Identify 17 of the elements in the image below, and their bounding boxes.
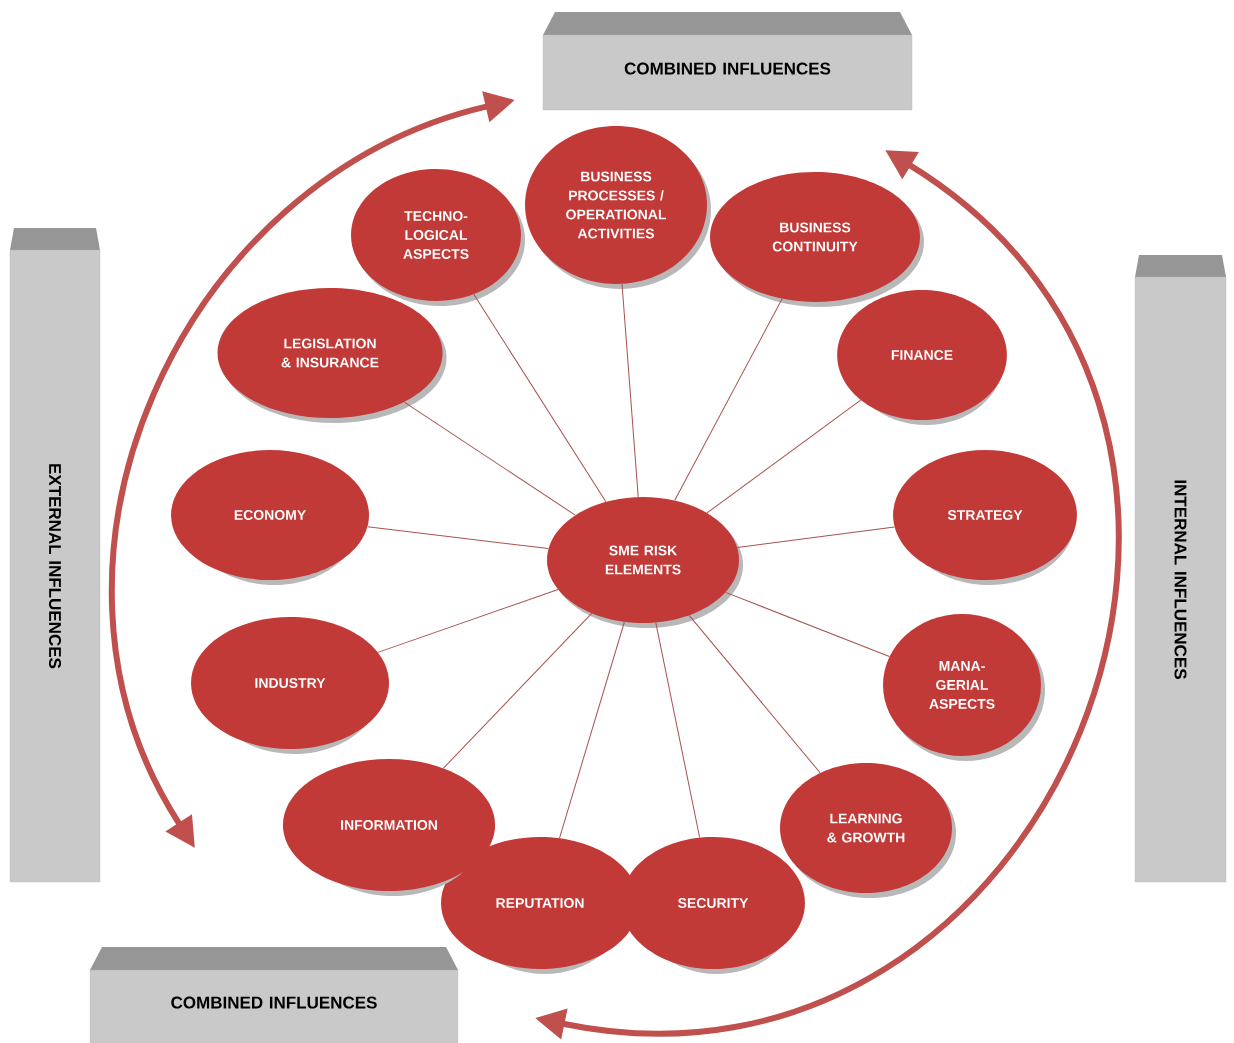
influence-bar: INTERNAL INFLUENCES: [1134, 255, 1227, 883]
connector-line: [725, 591, 890, 658]
connector-line: [674, 298, 783, 501]
connector-line: [367, 526, 549, 550]
influence-box: COMBINED INFLUENCES: [542, 12, 913, 111]
connector-line: [403, 401, 576, 516]
connector-line: [706, 399, 862, 514]
connector-line: [736, 526, 895, 549]
connector-line: [473, 293, 607, 503]
connector-line: [688, 614, 821, 774]
connector-line: [655, 622, 701, 838]
connector-line: [559, 621, 625, 839]
influence-bar: EXTERNAL INFLUENCES: [9, 228, 101, 883]
influence-box: COMBINED INFLUENCES: [89, 947, 459, 1043]
connector-line: [621, 283, 639, 498]
connector-line: [443, 612, 593, 769]
connector-line: [377, 589, 559, 653]
